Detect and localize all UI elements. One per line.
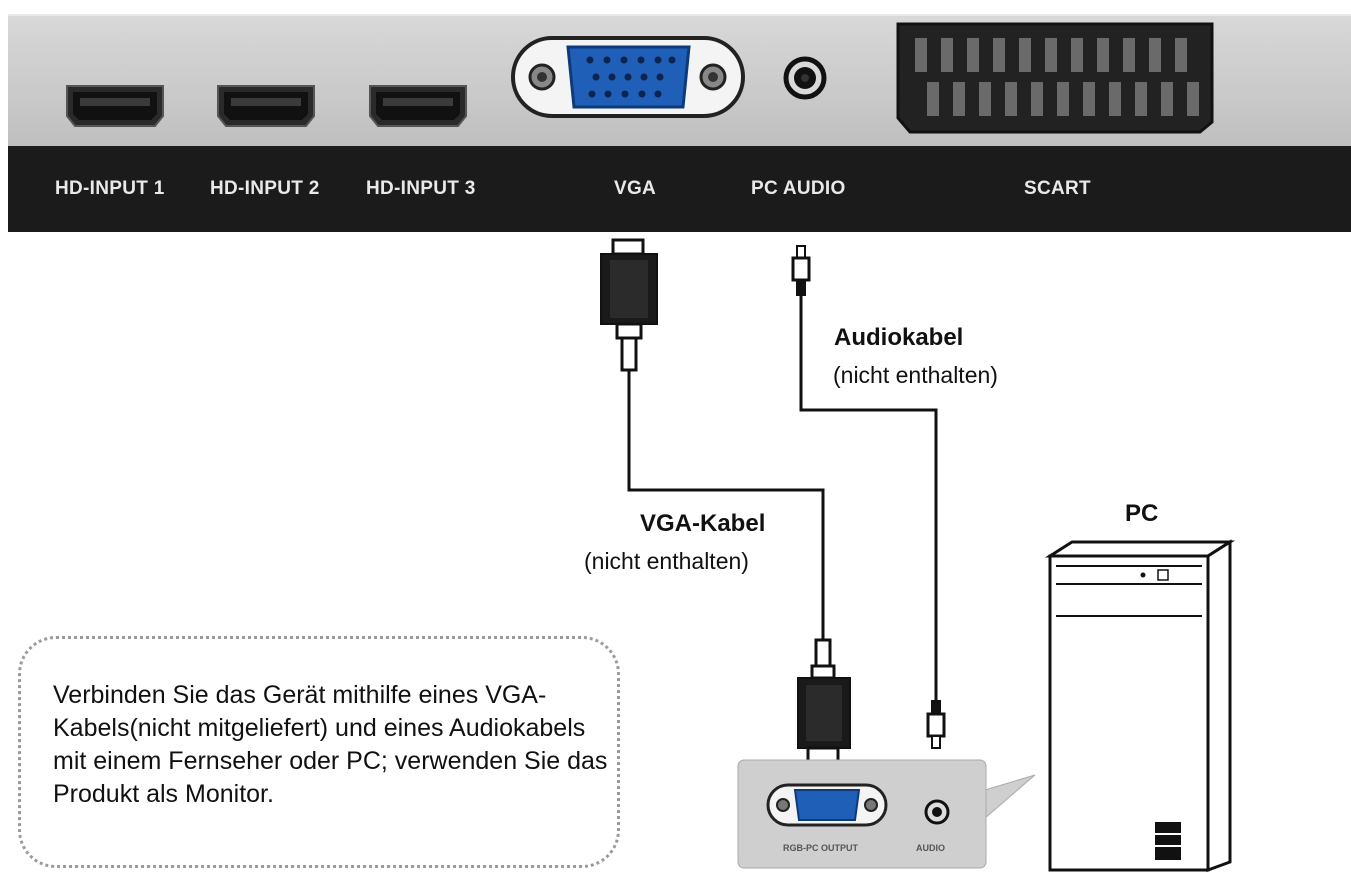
instruction-note: Verbinden Sie das Gerät mithilfe eines V… [18,636,620,868]
pc-label: PC [1125,500,1159,527]
scart-pin [1175,38,1187,72]
scart-pin [915,38,927,72]
scart-port-icon [896,22,1214,134]
scart-pin [1071,38,1083,72]
scart-pin [967,38,979,72]
pc-output-panel [737,759,1036,869]
port-label-pc-audio: PC AUDIO [751,178,846,199]
port-label-scart: SCART [1024,178,1091,199]
hdmi-port-icon [66,85,164,127]
hdmi-port-icon [217,85,315,127]
instruction-text: Verbinden Sie das Gerät mithilfe eines V… [53,681,608,808]
scart-pin [1123,38,1135,72]
pc-tower-icon [1044,539,1236,873]
scart-pin [993,38,1005,72]
audio-cable [791,245,946,749]
audio-cable-note: (nicht enthalten) [833,362,998,388]
scart-pin [941,38,953,72]
port-label-vga: VGA [614,178,657,199]
scart-pin [1057,82,1069,116]
scart-pin [1031,82,1043,116]
scart-pin [1045,38,1057,72]
audio-jack-icon [783,56,827,100]
scart-pin [1005,82,1017,116]
port-label-hd-input-2: HD-INPUT 2 [210,178,320,199]
scart-pin [953,82,965,116]
vga-port-icon [511,36,745,118]
vga-cable-note: (nicht enthalten) [584,548,749,574]
scart-pin [1149,38,1161,72]
vga-cable [600,238,851,766]
audio-cable-title: Audiokabel [834,324,964,351]
vga-cable-title: VGA-Kabel [640,510,766,537]
scart-pin [979,82,991,116]
scart-pin [1109,82,1121,116]
audio-output-label: AUDIO [916,843,945,853]
scart-pin [1083,82,1095,116]
scart-pin [1135,82,1147,116]
hdmi-port-icon [369,85,467,127]
rgb-pc-output-label: RGB-PC OUTPUT [783,843,858,853]
port-label-hd-input-1: HD-INPUT 1 [55,178,165,199]
port-label-hd-input-3: HD-INPUT 3 [366,178,476,199]
scart-pin [1019,38,1031,72]
scart-pin [1187,82,1199,116]
scart-pin [927,82,939,116]
port-label-bar [8,146,1351,232]
scart-pin [1097,38,1109,72]
scart-pin [1161,82,1173,116]
